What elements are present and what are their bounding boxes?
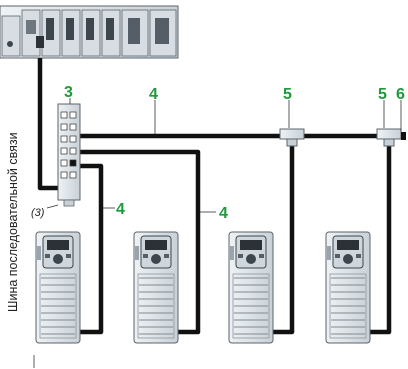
line-terminator — [401, 132, 406, 140]
drive-1 — [35, 231, 81, 344]
drive-2-dial-icon — [151, 254, 161, 264]
callout-5-first: 5 — [283, 86, 292, 103]
splitter-box — [57, 103, 81, 207]
drive-4 — [325, 231, 371, 344]
callout-3: 3 — [64, 84, 73, 101]
t-junction-2 — [376, 128, 402, 147]
drive-3-dial-icon — [246, 254, 256, 264]
drive-2-display — [145, 240, 167, 250]
cable-drive-1 — [78, 163, 104, 335]
drive-3-display — [240, 240, 262, 250]
cables — [37, 58, 402, 335]
cable-plc-to-hub — [37, 58, 60, 191]
drive-1-dial-icon — [53, 254, 63, 264]
cable-drive-3 — [273, 144, 295, 335]
cable-drive-2 — [78, 149, 201, 335]
cable-drive-4 — [370, 144, 392, 335]
drives — [35, 231, 371, 344]
drive-4-display — [337, 240, 359, 250]
serial-bus-label: Шина последовательной связи — [6, 132, 20, 312]
callout-4-drive-1: 4 — [116, 201, 125, 218]
drive-4-dial-icon — [343, 254, 353, 264]
drive-1-display — [47, 240, 69, 250]
drive-2 — [133, 231, 179, 344]
t-junction-1 — [279, 128, 305, 147]
plc-rack — [0, 5, 179, 59]
note-3: (3) — [31, 207, 45, 219]
callout-4-bus: 4 — [149, 86, 158, 103]
callout-5-second: 5 — [378, 86, 387, 103]
drive-3 — [228, 231, 274, 344]
callout-6: 6 — [396, 86, 405, 103]
callout-leaders — [46, 98, 402, 213]
callout-4-drive-2: 4 — [219, 205, 228, 222]
